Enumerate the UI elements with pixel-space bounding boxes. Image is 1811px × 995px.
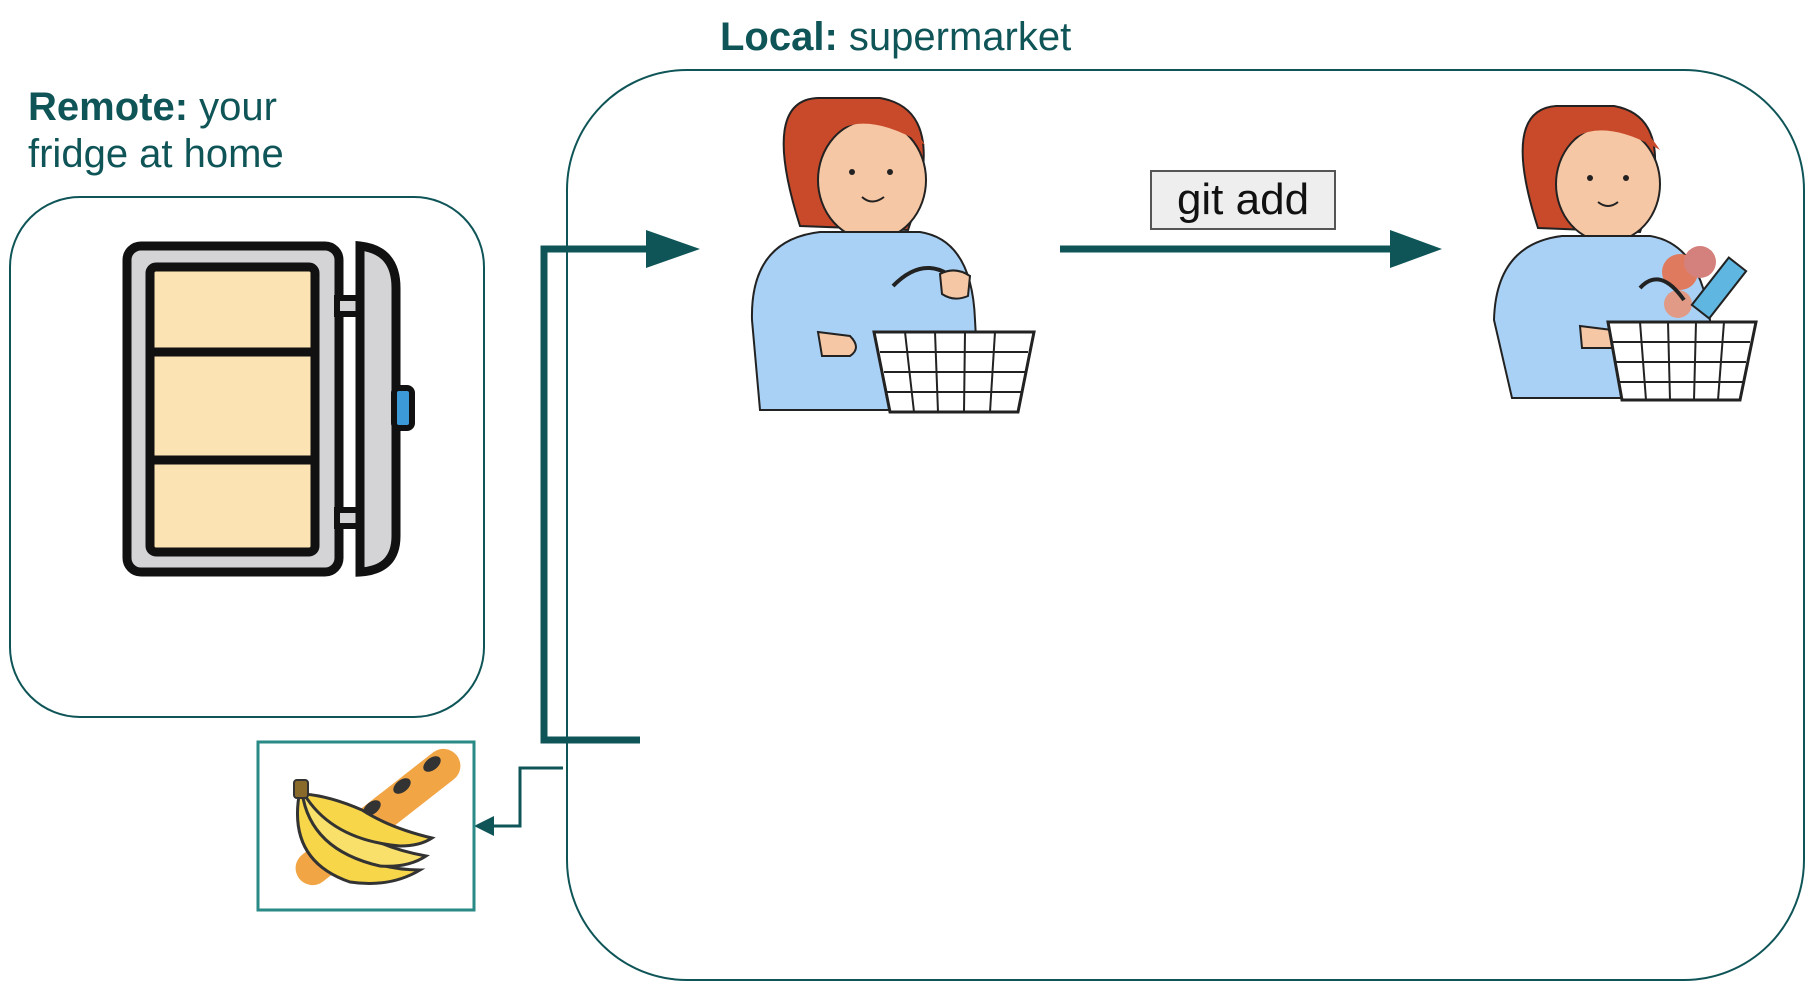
local-container bbox=[566, 69, 1805, 981]
return-arrowhead bbox=[474, 816, 494, 836]
fridge-icon bbox=[122, 240, 415, 577]
remote-label-line2: fridge at home bbox=[28, 132, 284, 177]
local-label-bold: Local: bbox=[720, 15, 838, 59]
shopper-empty-basket bbox=[750, 97, 1036, 414]
shopper-full-basket bbox=[1492, 105, 1758, 402]
groceries-icon bbox=[293, 748, 461, 886]
remote-label-bold: Remote: bbox=[28, 85, 189, 129]
git-add-arrowhead bbox=[1390, 230, 1442, 268]
remote-container bbox=[9, 196, 485, 718]
fetch-bracket-line bbox=[540, 245, 648, 744]
fetch-bracket-arrowhead bbox=[646, 230, 700, 268]
git-add-command-box: git add bbox=[1150, 170, 1336, 230]
local-label-text: supermarket bbox=[848, 15, 1072, 59]
return-arrow-line bbox=[490, 766, 563, 828]
git-add-command-label: git add bbox=[1176, 175, 1310, 224]
local-label: Local: supermarket bbox=[720, 14, 1071, 61]
remote-label-line1: your bbox=[199, 85, 277, 129]
remote-label: Remote: your fridge at home bbox=[28, 84, 284, 178]
